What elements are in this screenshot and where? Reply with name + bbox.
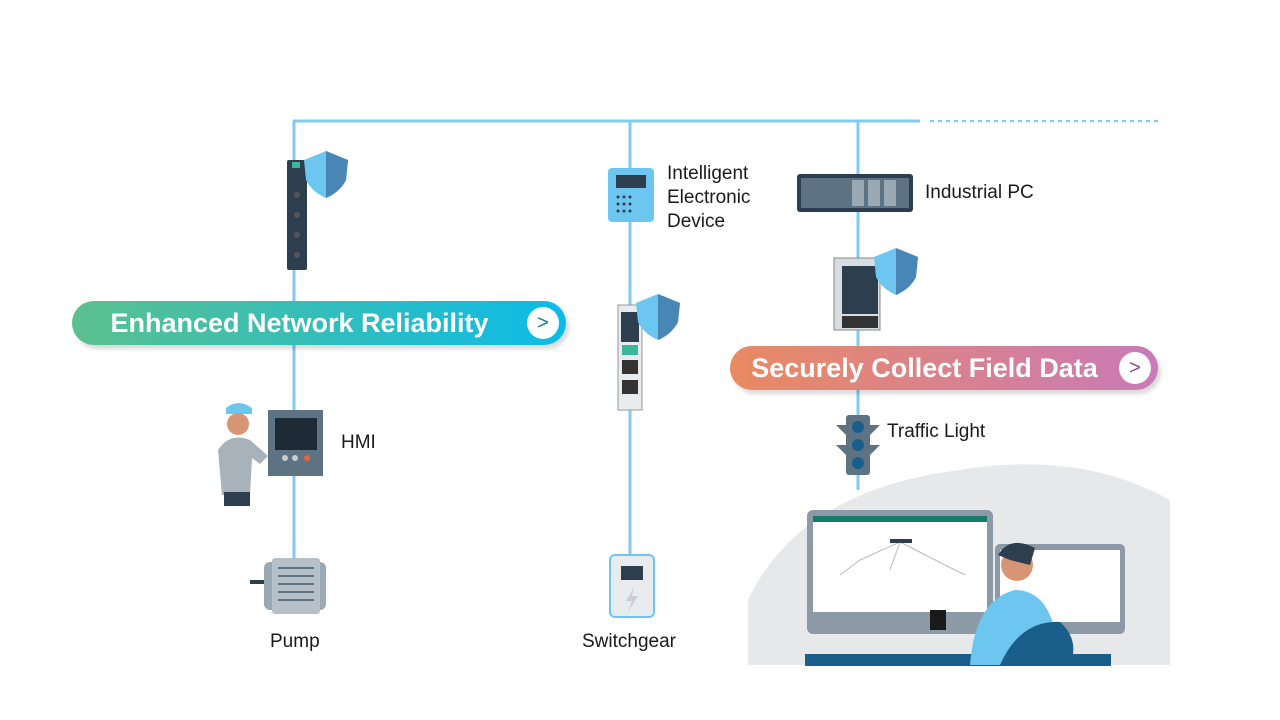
shield-icon	[874, 248, 918, 295]
pump-label: Pump	[270, 631, 320, 652]
ethernet-switch-icon	[287, 160, 307, 270]
hmi-label: HMI	[341, 432, 376, 453]
worker-icon	[218, 403, 268, 506]
securely-collect-field-data-banner[interactable]: Securely Collect Field Data >	[730, 346, 1158, 390]
traffic-light-label: Traffic Light	[887, 421, 986, 442]
industrial-pc-icon	[797, 174, 913, 212]
enhanced-network-reliability-banner[interactable]: Enhanced Network Reliability >	[72, 301, 566, 345]
switchgear-icon	[609, 554, 655, 618]
hmi-icon	[268, 410, 323, 476]
shield-icon	[304, 151, 348, 198]
chevron-right-icon[interactable]: >	[1119, 352, 1151, 384]
banner-label: Securely Collect Field Data	[751, 352, 1098, 383]
switchgear-label: Switchgear	[582, 631, 676, 652]
operator-workstation-illustration	[748, 464, 1170, 666]
gateway-device-icon	[617, 304, 643, 411]
ied-icon	[608, 168, 654, 222]
traffic-light-icon	[836, 415, 880, 475]
industrial-pc-label: Industrial PC	[925, 182, 1034, 203]
chevron-right-icon[interactable]: >	[527, 307, 559, 339]
shield-icon	[636, 294, 680, 340]
banner-label: Enhanced Network Reliability	[110, 307, 489, 338]
iot-gateway-icon	[833, 257, 881, 331]
ied-label: Intelligent Electronic Device	[667, 163, 751, 232]
pump-icon	[250, 558, 326, 614]
